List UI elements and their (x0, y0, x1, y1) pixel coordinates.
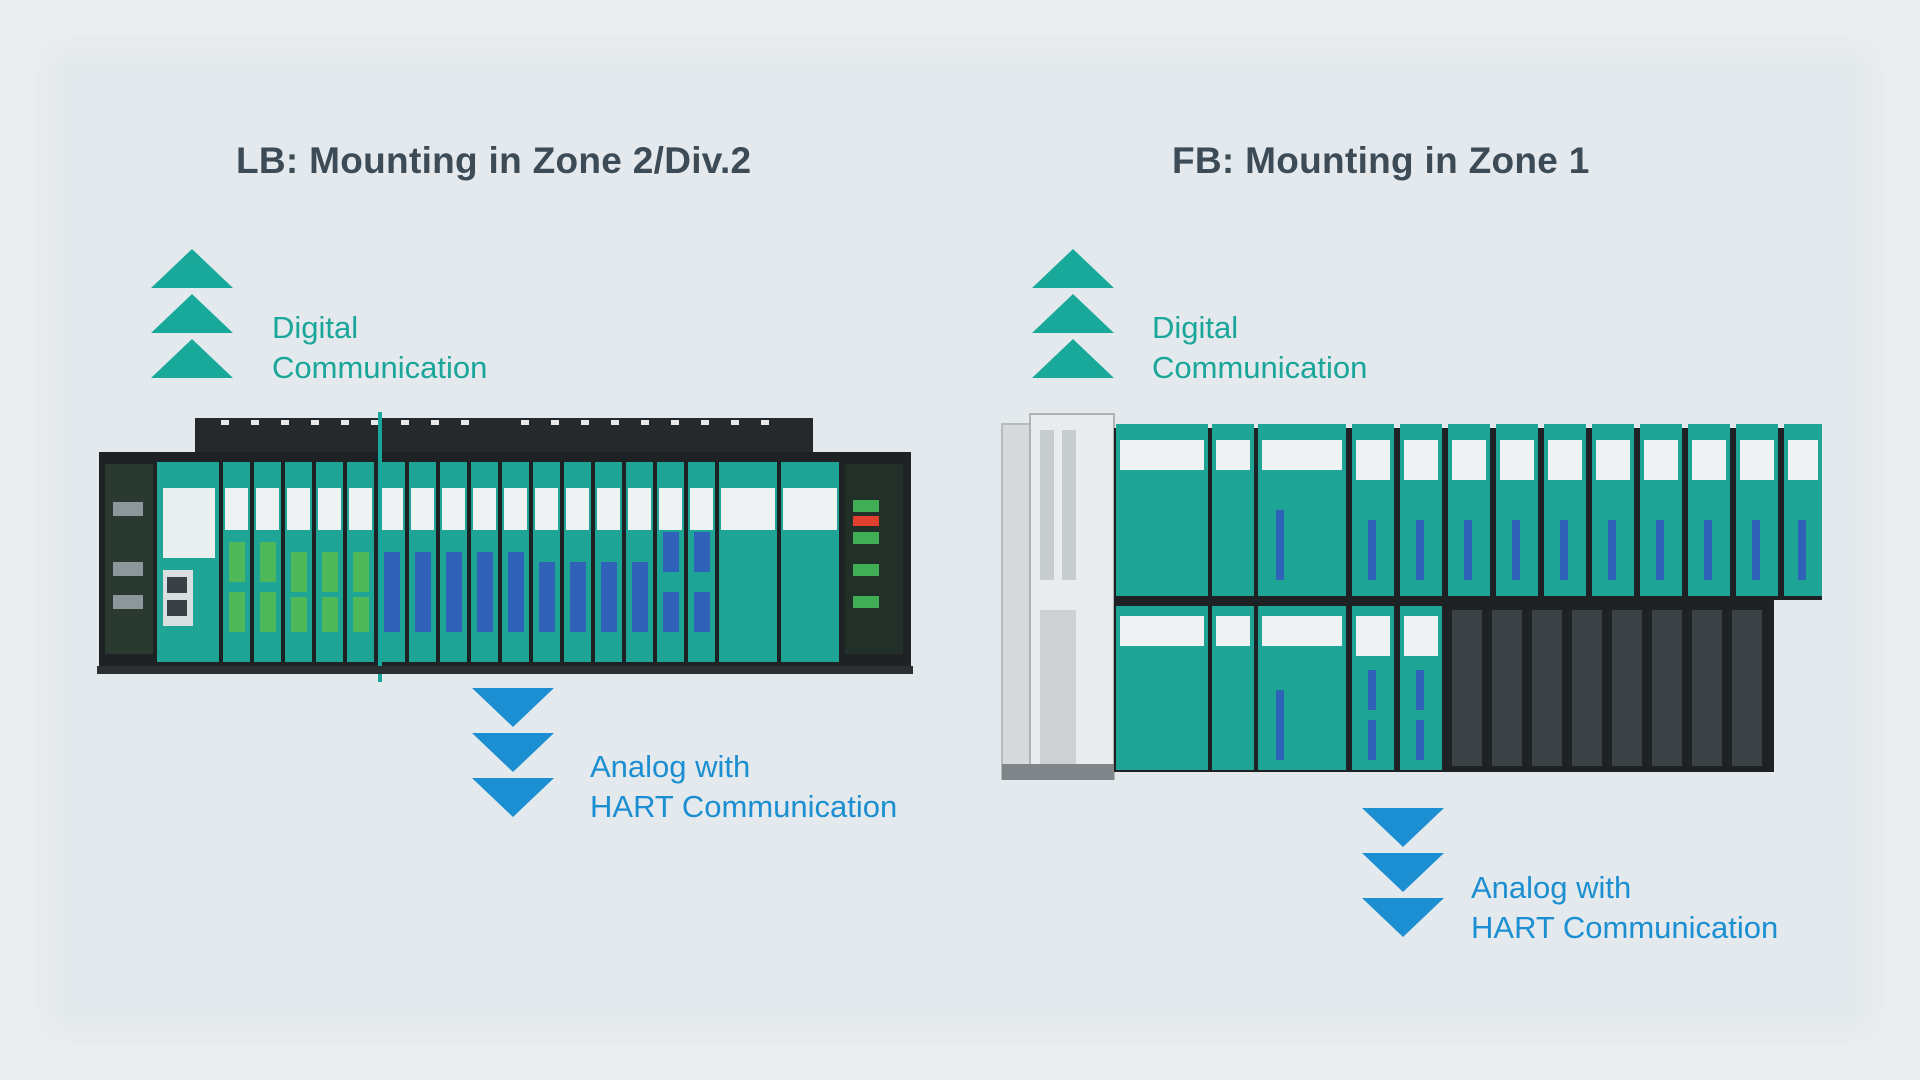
fb-title: FB: Mounting in Zone 1 (1172, 140, 1590, 181)
lb-analog-label: Analog with HART Communication (590, 747, 897, 827)
fb-analog-line2: HART Communication (1471, 910, 1779, 945)
lb-analog-line2: HART Communication (590, 789, 898, 824)
fb-digital-arrows-icon (1032, 249, 1114, 379)
fb-remote-io-device (1001, 413, 1822, 780)
lb-digital-line2: Communication (272, 350, 488, 385)
lb-analog-arrows-icon (472, 688, 554, 818)
lb-remote-io-device (97, 412, 913, 682)
lb-title: LB: Mounting in Zone 2/Div.2 (236, 140, 752, 181)
fb-analog-line1: Analog with (1471, 870, 1632, 905)
lb-digital-line1: Digital (272, 310, 359, 345)
fb-digital-line1: Digital (1152, 310, 1239, 345)
lb-analog-line1: Analog with (590, 749, 751, 784)
fb-analog-arrows-icon (1362, 808, 1444, 938)
fb-digital-label: Digital Communication (1152, 308, 1367, 388)
fb-analog-label: Analog with HART Communication (1471, 868, 1778, 948)
lb-digital-arrows-icon (151, 249, 233, 379)
fb-digital-line2: Communication (1152, 350, 1368, 385)
lb-digital-label: Digital Communication (272, 308, 487, 388)
